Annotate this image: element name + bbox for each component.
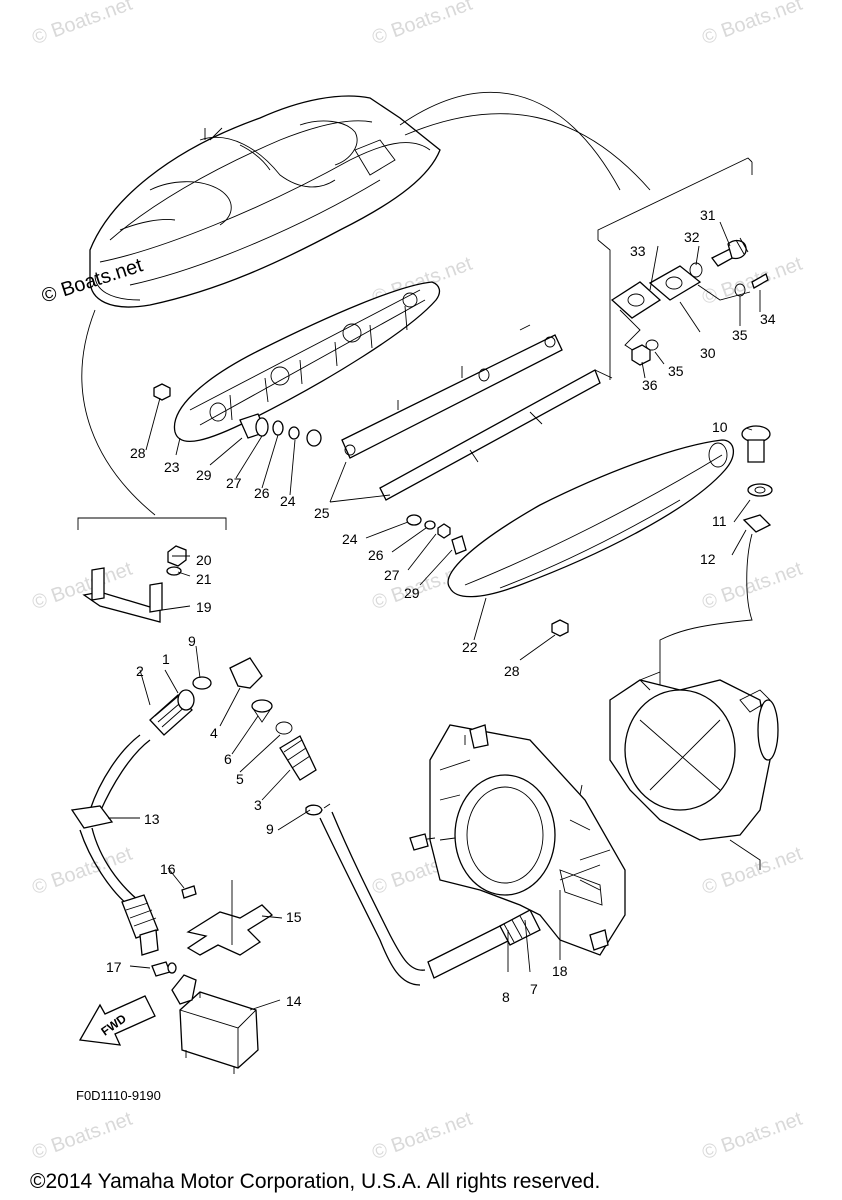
hose-ribs	[125, 902, 157, 927]
leader-line	[404, 113, 651, 191]
callout-27: 27	[226, 475, 242, 491]
fastener-stack-right	[406, 514, 569, 637]
callout-24: 24	[280, 493, 296, 509]
leader-line	[399, 91, 621, 191]
callout-4: 4	[210, 725, 218, 741]
hose-end	[121, 894, 159, 939]
hose	[319, 817, 421, 986]
mounting-rails	[341, 324, 613, 501]
callout-26: 26	[254, 485, 270, 501]
callout-35: 35	[732, 327, 748, 343]
callout-7: 7	[530, 981, 538, 997]
right-sponson	[447, 439, 734, 598]
inset-bracket	[77, 517, 227, 530]
callout-34: 34	[760, 311, 776, 327]
callout-19: 19	[196, 599, 212, 615]
callout-11: 11	[712, 513, 727, 529]
diagram-code: F0D1110-9190	[76, 1088, 161, 1103]
callout-21: 21	[196, 571, 212, 587]
hose	[91, 827, 139, 901]
hose-sleeve	[499, 909, 541, 946]
fastener-stack-left	[153, 383, 322, 447]
leader-line	[81, 309, 156, 516]
callout-6: 6	[224, 751, 232, 767]
callout-12: 12	[700, 551, 716, 567]
callout-10: 10	[712, 419, 728, 435]
callout-24: 24	[342, 531, 358, 547]
callout-8: 8	[502, 989, 510, 1005]
callout-32: 32	[684, 229, 700, 245]
callout-17: 17	[106, 959, 122, 975]
callout-5: 5	[236, 771, 244, 787]
callout-22: 22	[462, 639, 478, 655]
watercraft-outline	[89, 95, 441, 308]
fwd-arrow-icon	[78, 995, 156, 1046]
callout-13: 13	[144, 811, 160, 827]
hose-end	[139, 929, 159, 956]
inset-bracket	[597, 157, 753, 240]
callout-30: 30	[700, 345, 716, 361]
inset-parts	[610, 237, 769, 366]
callout-29: 29	[404, 585, 420, 601]
inset-bracket	[597, 239, 611, 380]
mount-plate	[151, 880, 274, 977]
hose	[89, 734, 141, 811]
callout-28: 28	[504, 663, 520, 679]
callout-9: 9	[266, 821, 274, 837]
callout-36: 36	[642, 377, 658, 393]
callout-29: 29	[196, 467, 212, 483]
callout-26: 26	[368, 547, 384, 563]
hose	[79, 829, 129, 906]
callout-27: 27	[384, 567, 400, 583]
copyright-notice: ©2014 Yamaha Motor Corporation, U.S.A. A…	[30, 1170, 601, 1193]
callout-3: 3	[254, 797, 262, 813]
hose-fittings	[149, 657, 331, 816]
callout-16: 16	[160, 861, 176, 877]
callout-23: 23	[164, 459, 180, 475]
bracket-assembly	[82, 545, 187, 623]
callout-35: 35	[668, 363, 684, 379]
callout-28: 28	[130, 445, 146, 461]
callout-25: 25	[314, 505, 330, 521]
engine-mount-plate	[409, 724, 626, 956]
callout-33: 33	[630, 243, 646, 259]
hose	[99, 739, 151, 813]
callout-leaders	[108, 221, 761, 1011]
callout-14: 14	[286, 993, 302, 1009]
callout-9: 9	[188, 633, 196, 649]
water-box	[171, 974, 259, 1074]
drain-plug-assembly	[659, 425, 773, 690]
callout-1: 1	[162, 651, 170, 667]
hose-ribs	[503, 915, 531, 943]
hose-clamp	[70, 805, 114, 829]
callout-20: 20	[196, 552, 212, 568]
callout-15: 15	[286, 909, 302, 925]
callout-31: 31	[700, 207, 716, 223]
callout-18: 18	[552, 963, 568, 979]
hose	[331, 811, 426, 971]
jet-pump-housing	[559, 671, 779, 881]
callout-2: 2	[136, 663, 144, 679]
